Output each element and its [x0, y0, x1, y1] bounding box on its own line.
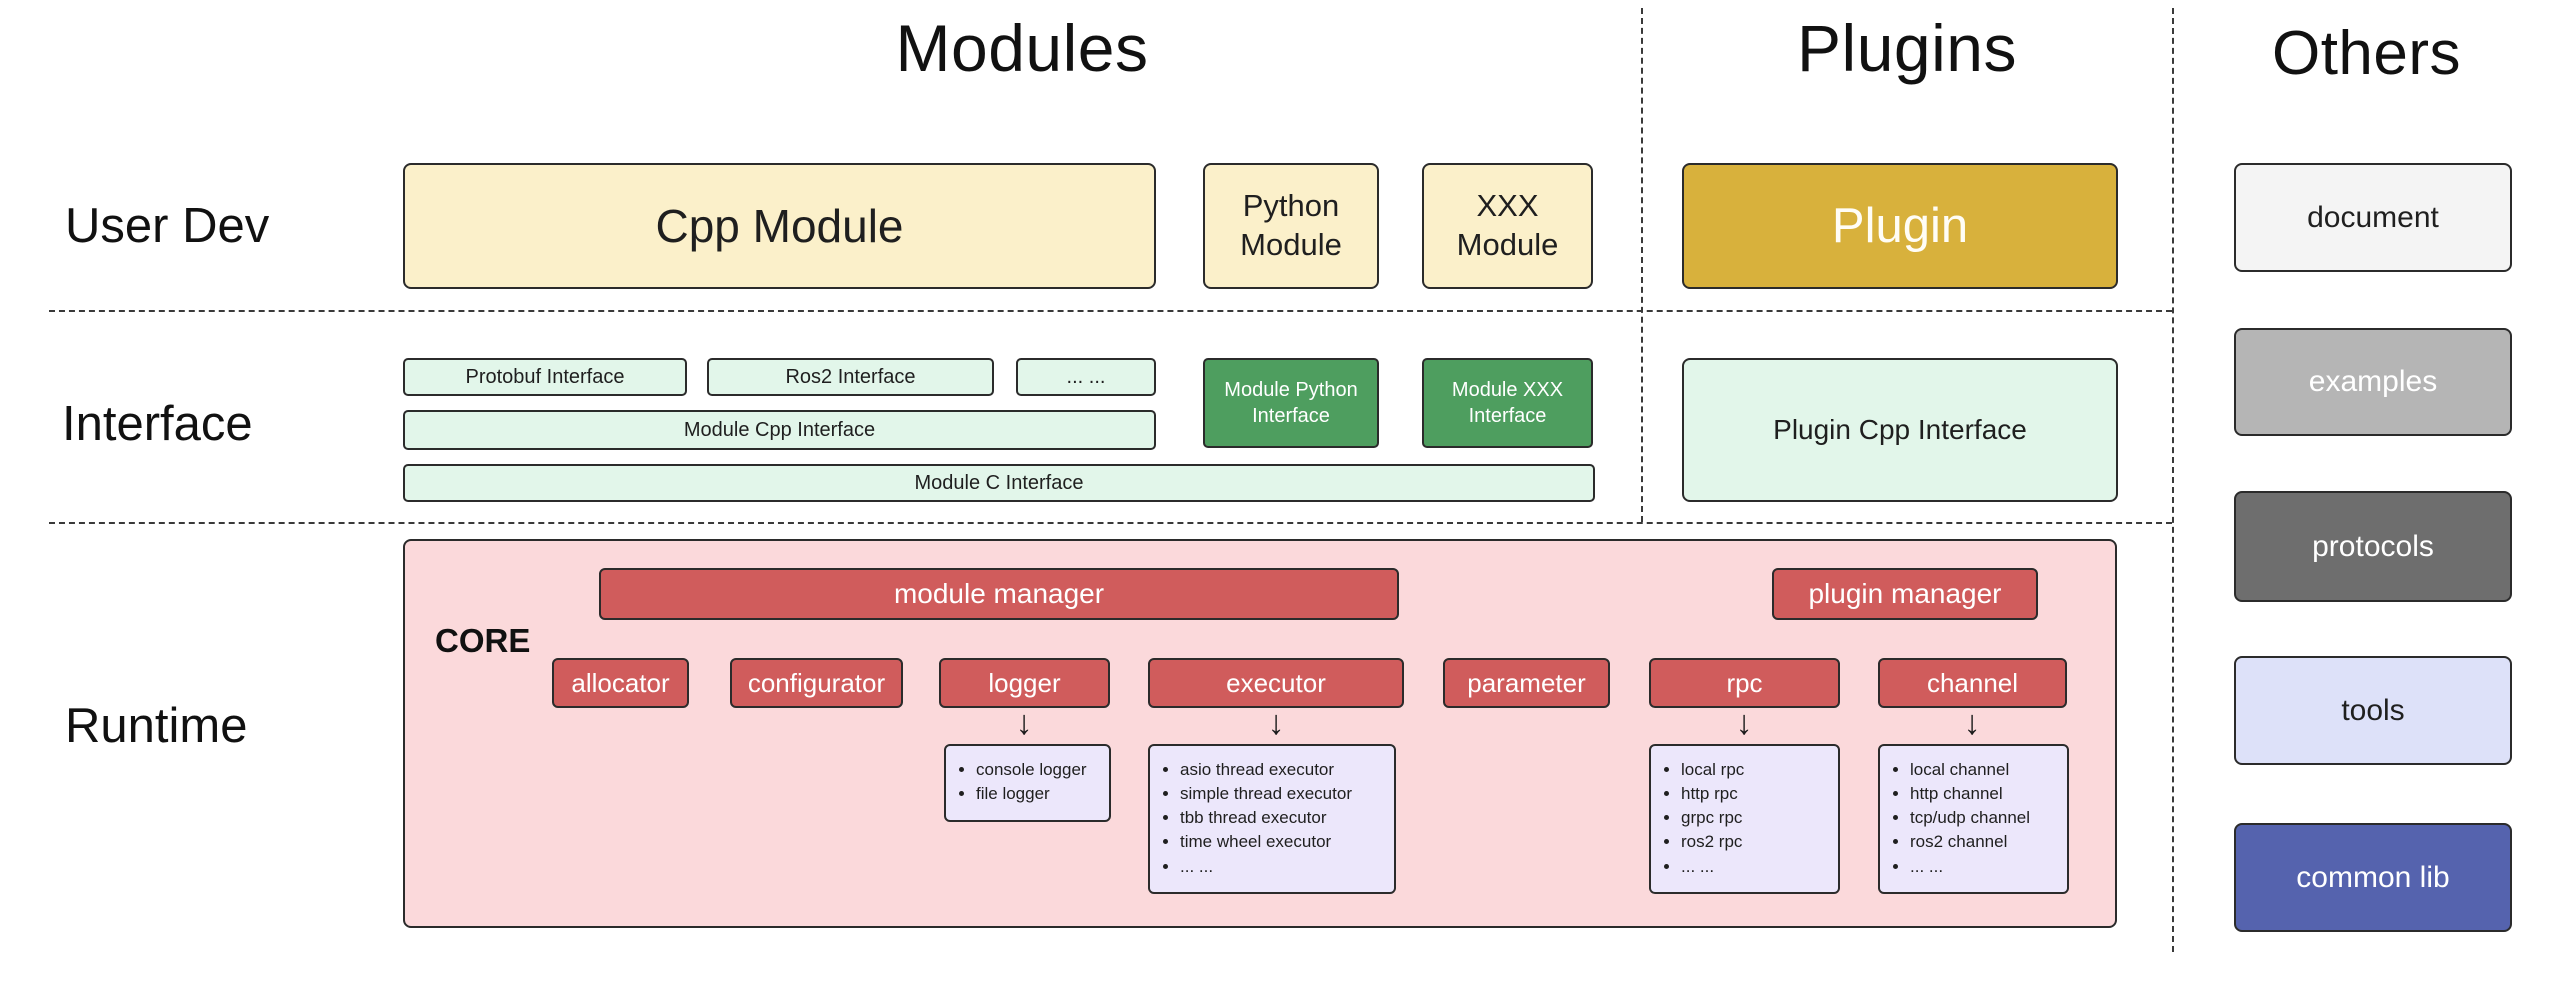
- module-cpp-interface-box: Module Cpp Interface: [403, 410, 1156, 450]
- plugin-cpp-interface-box: Plugin Cpp Interface: [1682, 358, 2118, 502]
- others-examples-box: examples: [2234, 328, 2512, 436]
- plugin-box: Plugin: [1682, 163, 2118, 289]
- list-item: ... ...: [1180, 855, 1384, 879]
- others-column-header: Others: [2271, 19, 2462, 88]
- divider-plugins-others: [2172, 8, 2174, 952]
- arrow-down-icon: ↓: [1267, 704, 1285, 742]
- list-item: grpc rpc: [1681, 806, 1828, 830]
- channel-detail-items: local channelhttp channeltcp/udp channel…: [1884, 754, 2063, 883]
- list-item: local rpc: [1681, 758, 1828, 782]
- parameter-box: parameter: [1443, 658, 1610, 708]
- others-tools-box: tools: [2234, 656, 2512, 765]
- list-item: http rpc: [1681, 782, 1828, 806]
- list-item: tbb thread executor: [1180, 806, 1384, 830]
- row-label-runtime: Runtime: [65, 699, 248, 753]
- allocator-box: allocator: [552, 658, 689, 708]
- rpc-box: rpc: [1649, 658, 1840, 708]
- list-item: time wheel executor: [1180, 830, 1384, 854]
- row-label-user-dev: User Dev: [65, 199, 270, 253]
- module-xxx-interface-box: Module XXX Interface: [1422, 358, 1593, 448]
- channel-box: channel: [1878, 658, 2067, 708]
- cpp-module-box: Cpp Module: [403, 163, 1156, 289]
- others-document-box: document: [2234, 163, 2512, 272]
- executor-box: executor: [1148, 658, 1404, 708]
- others-protocols-box: protocols: [2234, 491, 2512, 602]
- logger-detail-list: console loggerfile logger: [944, 744, 1111, 822]
- list-item: http channel: [1910, 782, 2057, 806]
- xxx-module-box: XXX Module: [1422, 163, 1593, 289]
- executor-detail-items: asio thread executorsimple thread execut…: [1154, 754, 1390, 883]
- list-item: ... ...: [1681, 855, 1828, 879]
- rpc-detail-list: local rpchttp rpcgrpc rpcros2 rpc... ...: [1649, 744, 1840, 894]
- modules-column-header: Modules: [895, 11, 1149, 85]
- list-item: file logger: [976, 782, 1099, 806]
- divider-modules-plugins: [1641, 8, 1643, 522]
- module-c-interface-box: Module C Interface: [403, 464, 1595, 502]
- arrow-down-icon: ↓: [1015, 704, 1033, 742]
- channel-detail-list: local channelhttp channeltcp/udp channel…: [1878, 744, 2069, 894]
- plugin-manager-box: plugin manager: [1772, 568, 2038, 620]
- ros2-interface-box: Ros2 Interface: [707, 358, 994, 396]
- list-item: simple thread executor: [1180, 782, 1384, 806]
- logger-box: logger: [939, 658, 1110, 708]
- divider-userdev-interface: [49, 310, 2172, 312]
- row-label-interface: Interface: [62, 397, 253, 451]
- python-module-box: Python Module: [1203, 163, 1379, 289]
- list-item: tcp/udp channel: [1910, 806, 2057, 830]
- list-item: ... ...: [1910, 855, 2057, 879]
- module-python-interface-box: Module Python Interface: [1203, 358, 1379, 448]
- configurator-box: configurator: [730, 658, 903, 708]
- rpc-detail-items: local rpchttp rpcgrpc rpcros2 rpc... ...: [1655, 754, 1834, 883]
- list-item: console logger: [976, 758, 1099, 782]
- interface-ellipsis-box: ... ...: [1016, 358, 1156, 396]
- list-item: local channel: [1910, 758, 2057, 782]
- logger-detail-items: console loggerfile logger: [950, 754, 1105, 810]
- list-item: ros2 channel: [1910, 830, 2057, 854]
- executor-detail-list: asio thread executorsimple thread execut…: [1148, 744, 1396, 894]
- others-common-lib-box: common lib: [2234, 823, 2512, 932]
- core-label: CORE: [435, 622, 531, 659]
- module-manager-box: module manager: [599, 568, 1399, 620]
- arrow-down-icon: ↓: [1735, 704, 1753, 742]
- list-item: ros2 rpc: [1681, 830, 1828, 854]
- plugins-column-header: Plugins: [1797, 11, 2017, 85]
- divider-interface-runtime: [49, 522, 2172, 524]
- list-item: asio thread executor: [1180, 758, 1384, 782]
- arrow-down-icon: ↓: [1963, 704, 1981, 742]
- protobuf-interface-box: Protobuf Interface: [403, 358, 687, 396]
